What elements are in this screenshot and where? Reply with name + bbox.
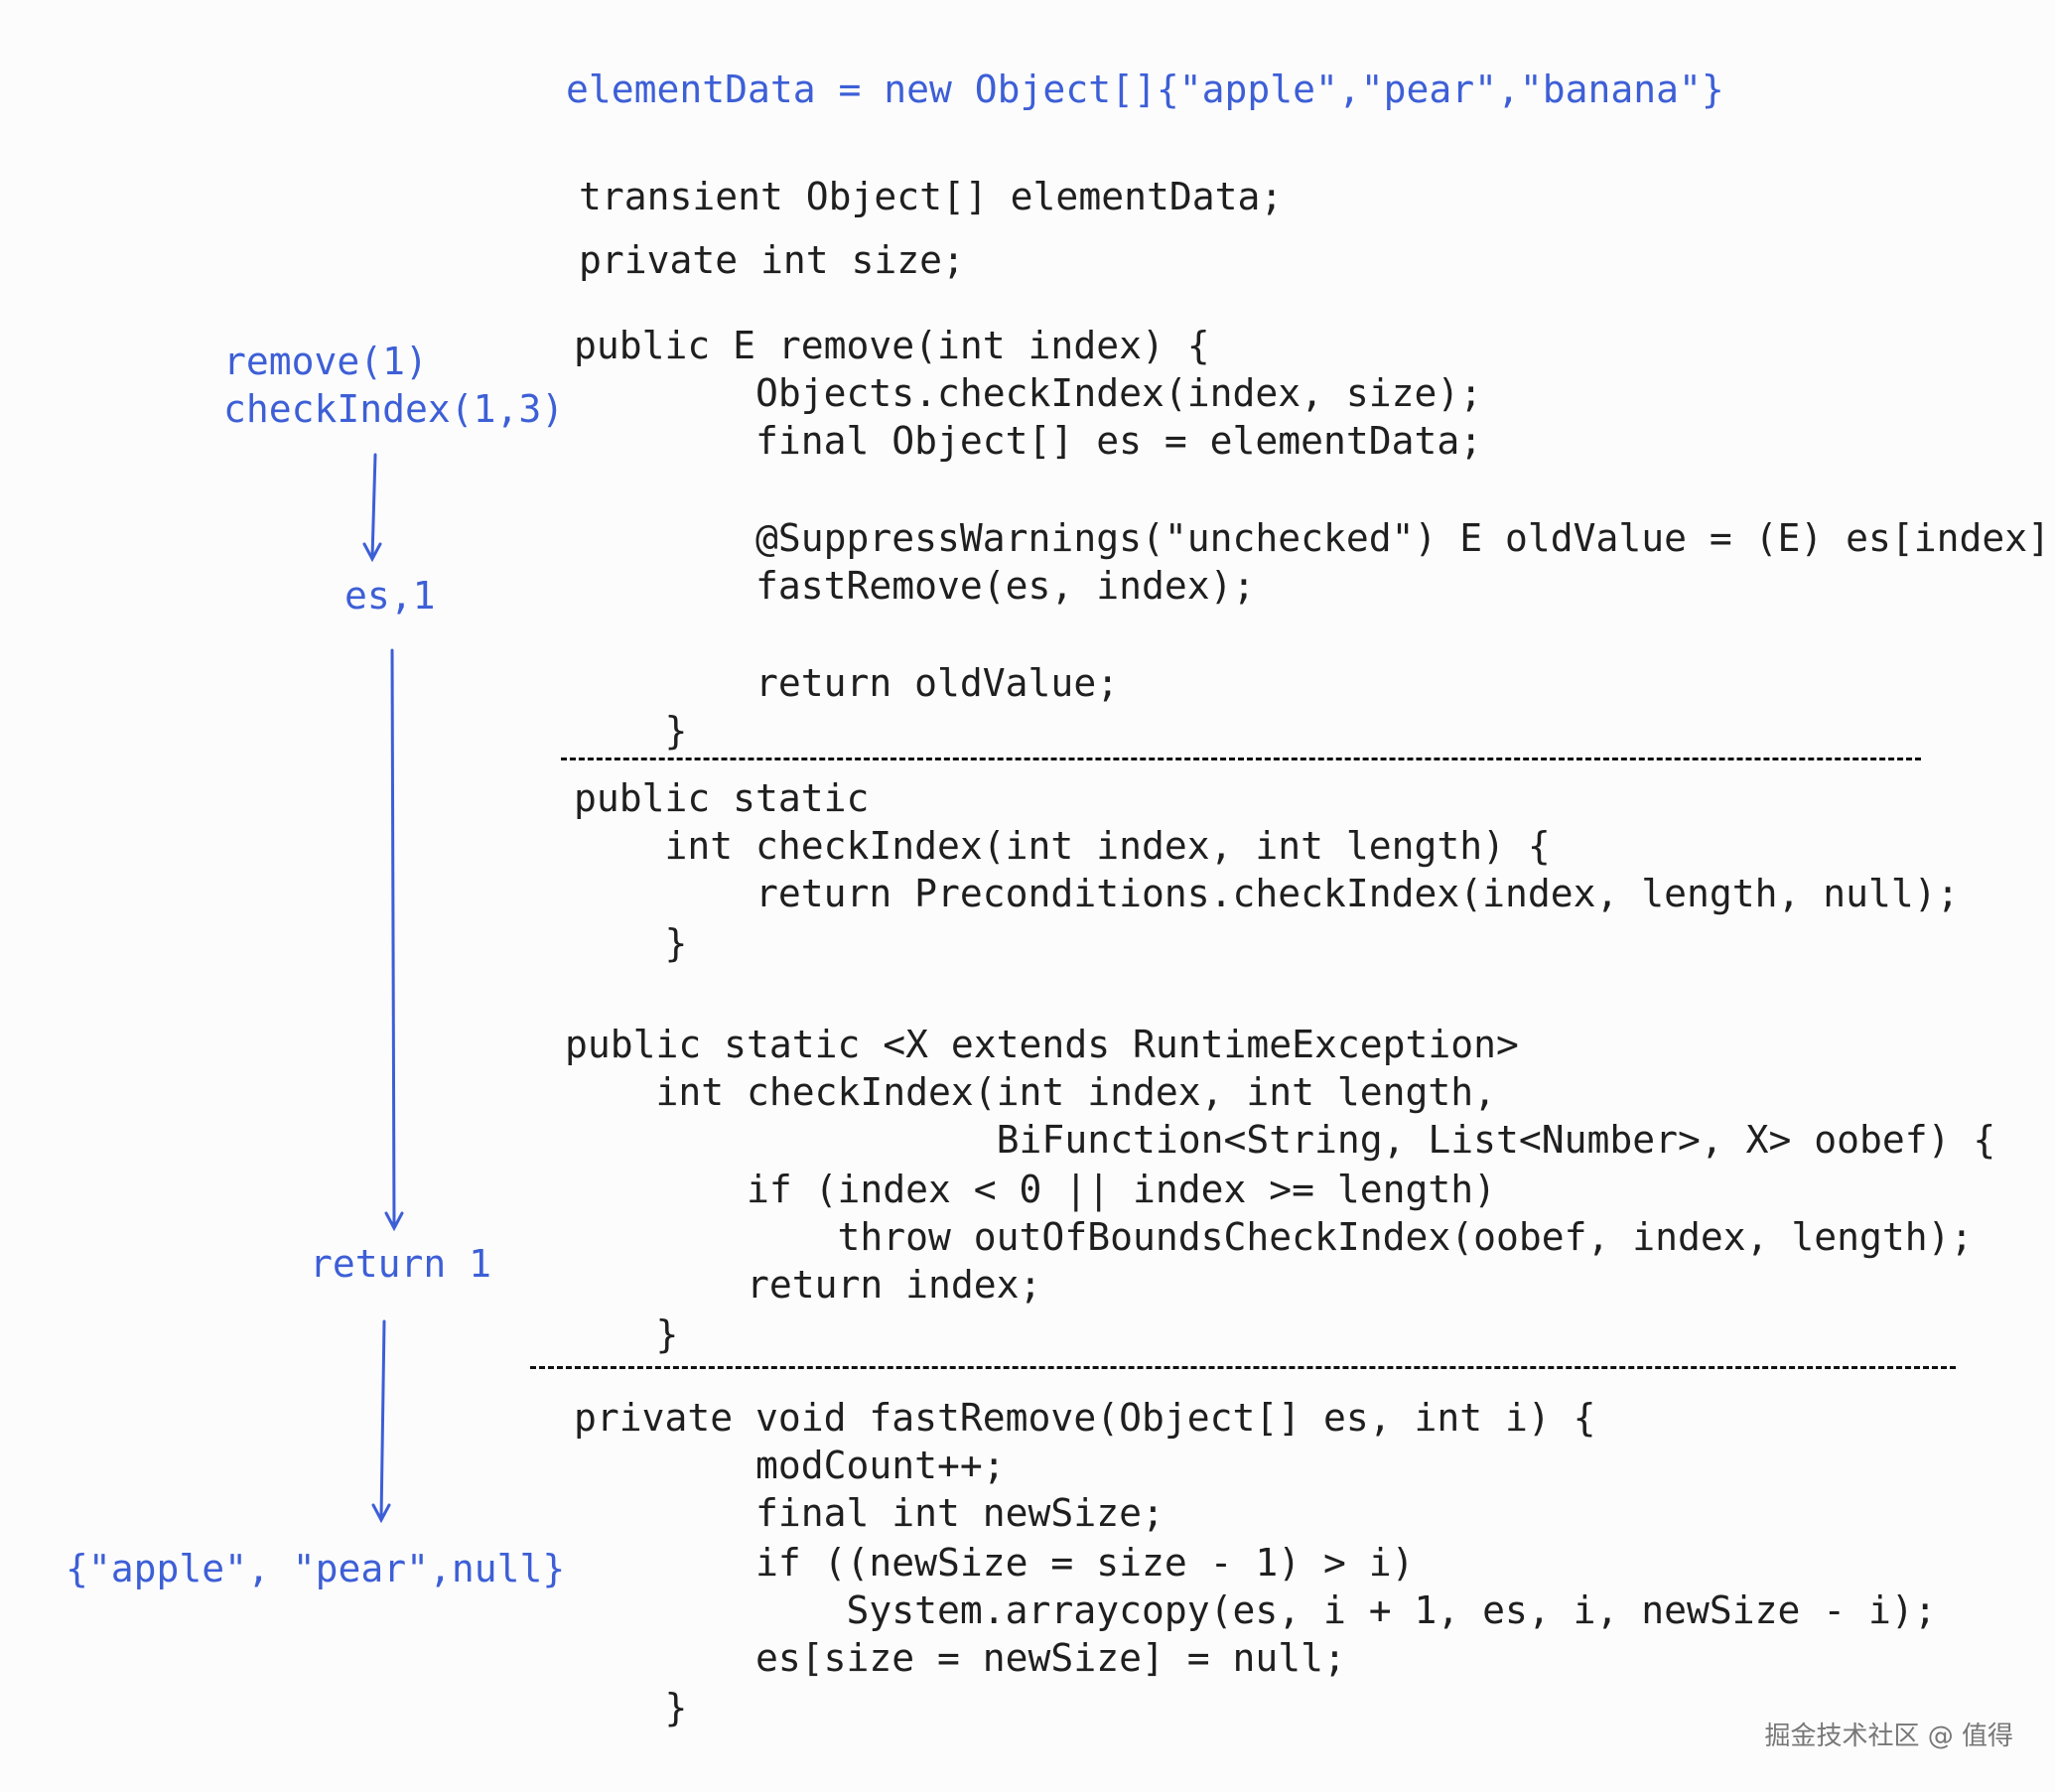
code-line: int checkIndex(int index, int length,: [565, 1070, 1497, 1114]
annotation-return-step: return 1: [310, 1242, 492, 1286]
element-data-init-line: elementData = new Object[]{"apple","pear…: [566, 68, 1724, 111]
code-line: return oldValue;: [574, 661, 1120, 705]
code-line: public static: [574, 776, 870, 820]
watermark: 掘金技术社区 @ 值得: [1764, 1722, 2013, 1751]
field-size: private int size;: [579, 238, 965, 282]
section-divider: [530, 1366, 1956, 1369]
code-line: Objects.checkIndex(index, size);: [574, 371, 1483, 415]
code-line: if (index < 0 || index >= length): [565, 1168, 1496, 1211]
code-line: }: [574, 709, 688, 753]
code-line: }: [565, 1312, 679, 1356]
code-line: int checkIndex(int index, int length) {: [574, 824, 1551, 868]
code-line: System.arraycopy(es, i + 1, es, i, newSi…: [574, 1588, 1937, 1632]
code-line: private void fastRemove(Object[] es, int…: [574, 1396, 1596, 1440]
code-line: }: [574, 921, 688, 965]
code-line: if ((newSize = size - 1) > i): [574, 1541, 1415, 1585]
field-element-data: transient Object[] elementData;: [579, 175, 1284, 218]
arrow-down-icon: [384, 648, 404, 1232]
annotation-es-step: es,1: [344, 574, 436, 618]
annotation-check-index-call: checkIndex(1,3): [223, 387, 565, 431]
code-line: return index;: [565, 1263, 1042, 1307]
code-line: modCount++;: [574, 1444, 1006, 1487]
code-line: }: [574, 1686, 688, 1729]
annotation-result-array: {"apple", "pear",null}: [66, 1547, 566, 1590]
code-line: @SuppressWarnings("unchecked") E oldValu…: [574, 516, 2055, 560]
code-line: es[size = newSize] = null;: [574, 1636, 1346, 1680]
annotation-remove-call: remove(1): [223, 340, 428, 383]
code-line: public static <X extends RuntimeExceptio…: [565, 1023, 1519, 1066]
arrow-down-icon: [362, 453, 382, 563]
code-line: final Object[] es = elementData;: [574, 419, 1483, 463]
code-line: return Preconditions.checkIndex(index, l…: [574, 872, 1960, 915]
section-divider: [561, 758, 1921, 760]
code-line: throw outOfBoundsCheckIndex(oobef, index…: [565, 1215, 1974, 1259]
code-line: public E remove(int index) {: [574, 324, 1210, 367]
code-line: fastRemove(es, index);: [574, 564, 1256, 608]
code-line: final int newSize;: [574, 1491, 1164, 1535]
arrow-down-icon: [371, 1319, 391, 1524]
code-line: BiFunction<String, List<Number>, X> oobe…: [565, 1118, 1996, 1162]
